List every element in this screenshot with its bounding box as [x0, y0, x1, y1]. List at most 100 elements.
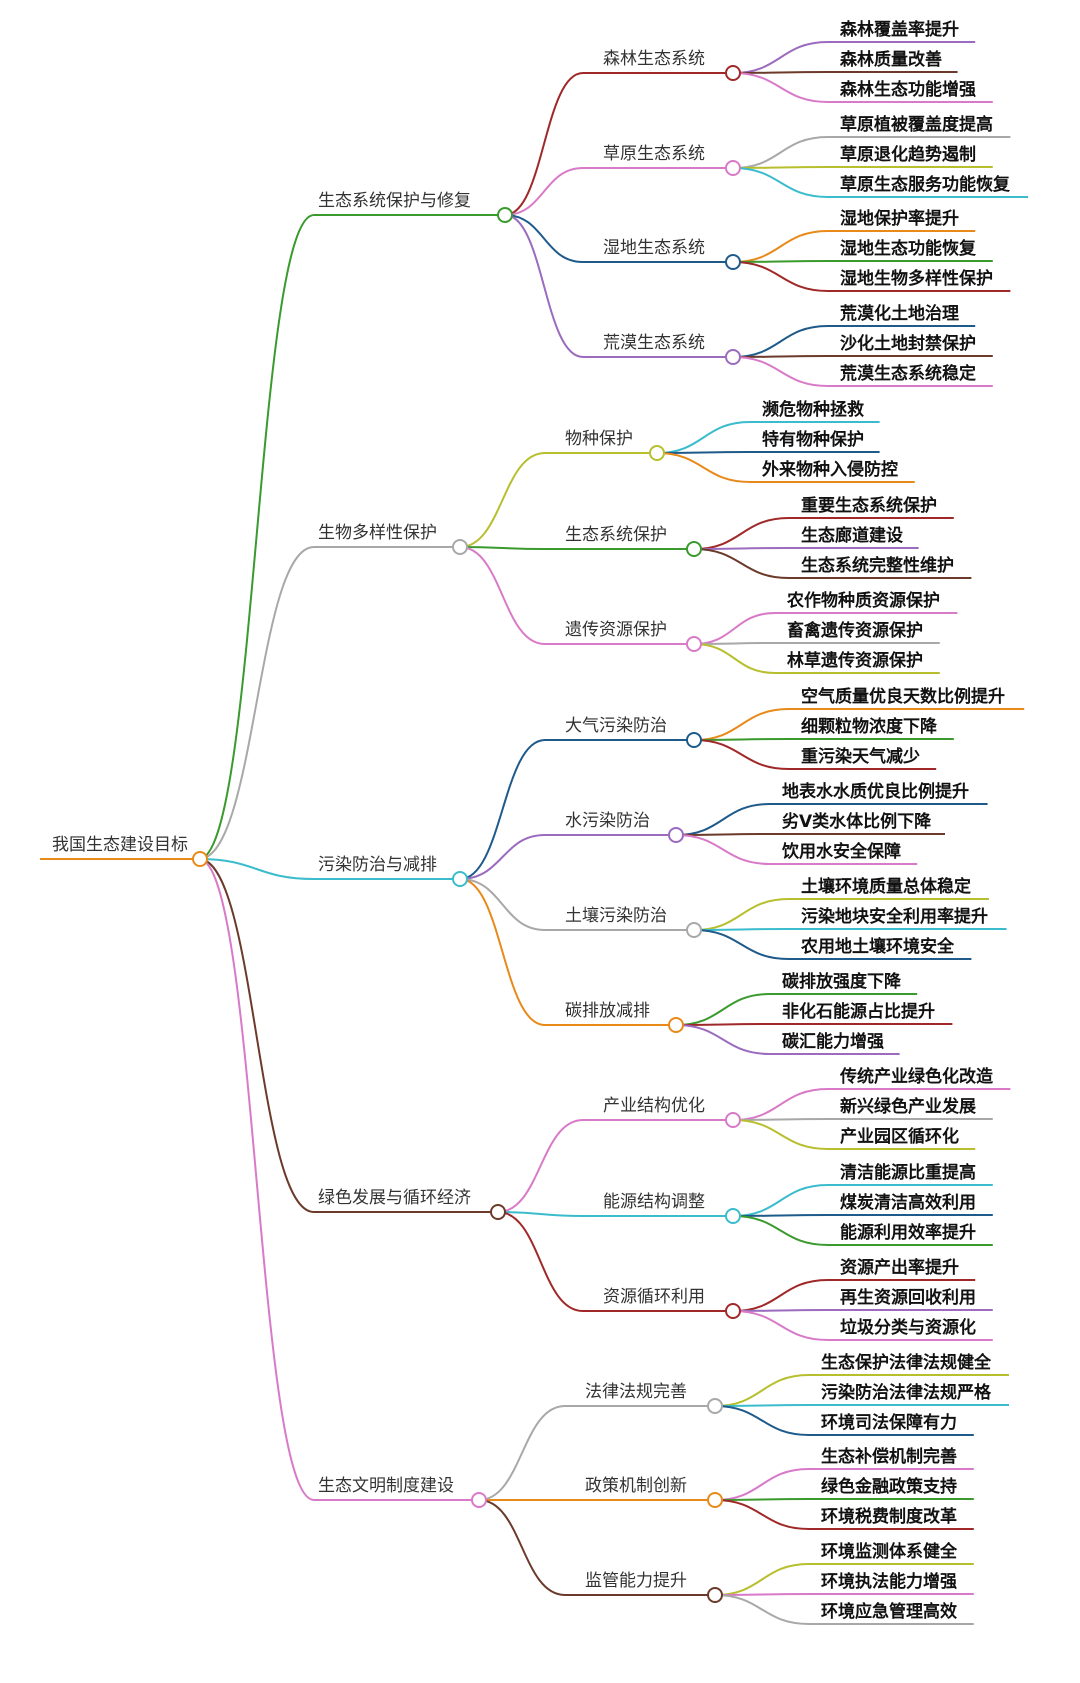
sub-branch-label: 土壤污染防治	[565, 905, 667, 926]
leaf-label: 环境应急管理高效	[821, 1601, 957, 1622]
sub-branch-label: 监管能力提升	[585, 1571, 687, 1591]
sub-branch-connector	[459, 878, 676, 1026]
leaf-label: 林草遗传资源保护	[787, 650, 923, 671]
sub-branch-node[interactable]	[725, 1112, 741, 1128]
leaf-connector	[732, 1309, 993, 1312]
leaf-label: 非化石能源占比提升	[782, 1001, 935, 1022]
leaf-connector	[656, 421, 880, 454]
root-node[interactable]	[192, 851, 208, 867]
leaf-label: 外来物种入侵防控	[762, 459, 898, 480]
leaf-label: 污染地块安全利用率提升	[801, 906, 988, 927]
leaf-connector	[732, 1214, 993, 1217]
sub-branch-label: 能源结构调整	[603, 1192, 705, 1212]
leaf-connector	[693, 612, 958, 645]
sub-branch-node[interactable]	[725, 65, 741, 81]
leaf-connector	[714, 1468, 974, 1501]
sub-branch-label: 产业结构优化	[603, 1096, 705, 1116]
sub-branch-node[interactable]	[686, 922, 702, 938]
leaf-label: 清洁能源比重提高	[840, 1162, 976, 1183]
leaf-connector	[693, 548, 972, 579]
leaf-label: 重要生态系统保护	[801, 495, 937, 516]
sub-branch-node[interactable]	[707, 1398, 723, 1414]
leaf-connector	[693, 898, 989, 931]
sub-branch-node[interactable]	[686, 732, 702, 748]
leaf-connector	[732, 1088, 1011, 1121]
leaf-label: 资源产出率提升	[840, 1257, 959, 1278]
leaf-label: 湿地保护率提升	[840, 208, 959, 229]
leaf-connector	[693, 929, 972, 960]
leaf-connector	[714, 1404, 1009, 1407]
branch-label: 污染防治与减排	[318, 855, 437, 875]
leaf-connector	[732, 136, 1011, 169]
branch-node[interactable]	[490, 1204, 506, 1220]
sub-branch-label: 政策机制创新	[585, 1476, 687, 1496]
branch-node[interactable]	[497, 207, 513, 223]
leaf-label: 碳排放强度下降	[782, 971, 902, 992]
sub-branch-node[interactable]	[686, 541, 702, 557]
leaf-connector	[732, 167, 1028, 198]
branch-label: 生态文明制度建设	[318, 1476, 454, 1496]
leaf-connector	[714, 1499, 974, 1530]
leaf-label: 环境司法保障有力	[821, 1412, 957, 1433]
leaf-connector	[732, 325, 976, 358]
branch-node[interactable]	[452, 871, 468, 887]
leaf-connector	[732, 71, 958, 74]
leaf-label: 碳汇能力增强	[782, 1031, 884, 1052]
leaf-label: 环境税费制度改革	[821, 1506, 957, 1527]
leaf-connector	[656, 451, 880, 454]
leaf-label: 荒漠生态系统稳定	[839, 363, 976, 384]
leaf-label: 森林质量改善	[840, 49, 942, 70]
leaf-connector	[693, 643, 940, 674]
leaf-connector	[693, 928, 1007, 931]
leaf-connector	[732, 41, 976, 74]
leaf-label: 地表水水质优良比例提升	[782, 781, 969, 802]
sub-branch-connector	[459, 739, 694, 880]
leaf-label: 畜禽遗传资源保护	[787, 620, 923, 641]
sub-branch-label: 湿地生态系统	[603, 238, 705, 258]
sub-branch-connector	[504, 167, 733, 216]
sub-branch-node[interactable]	[668, 1017, 684, 1033]
branch-connector	[198, 546, 460, 860]
leaf-label: 生态保护法律法规健全	[821, 1352, 992, 1373]
branch-connector	[198, 858, 479, 1501]
leaf-label: 沙化土地封禁保护	[840, 333, 976, 354]
sub-branch-connector	[497, 1211, 733, 1312]
sub-branch-connector	[504, 72, 733, 216]
sub-branch-node[interactable]	[686, 636, 702, 652]
leaf-label: 农用地土壤环境安全	[800, 936, 955, 957]
leaf-connector	[714, 1405, 974, 1436]
leaf-label: 绿色金融政策支持	[821, 1476, 957, 1497]
leaf-connector	[732, 356, 993, 387]
leaf-label: 劣V类水体比例下降	[782, 811, 932, 832]
leaf-label: 湿地生物多样性保护	[840, 268, 993, 289]
leaf-connector	[675, 993, 918, 1026]
leaf-connector	[732, 1279, 976, 1312]
leaf-connector	[656, 452, 915, 483]
sub-branch-node[interactable]	[725, 254, 741, 270]
branch-label: 生态系统保护与修复	[318, 191, 471, 211]
leaf-label: 饮用水安全保障	[781, 841, 901, 862]
sub-branch-node[interactable]	[725, 1303, 741, 1319]
sub-branch-node[interactable]	[725, 160, 741, 176]
leaf-label: 垃圾分类与资源化	[840, 1317, 976, 1338]
sub-branch-node[interactable]	[725, 349, 741, 365]
leaf-connector	[732, 166, 993, 169]
leaf-connector	[732, 1215, 993, 1246]
leaf-connector	[732, 72, 993, 103]
branch-node[interactable]	[452, 539, 468, 555]
sub-branch-node[interactable]	[668, 827, 684, 843]
leaf-label: 再生资源回收利用	[840, 1287, 976, 1308]
sub-branch-connector	[459, 452, 657, 548]
branch-node[interactable]	[471, 1492, 487, 1508]
leaf-connector	[693, 642, 940, 645]
sub-branch-node[interactable]	[725, 1208, 741, 1224]
sub-branch-node[interactable]	[707, 1587, 723, 1603]
leaf-connector	[732, 1118, 993, 1121]
sub-branch-node[interactable]	[649, 445, 665, 461]
leaf-label: 草原退化趋势遏制	[840, 144, 976, 165]
leaf-label: 森林生态功能增强	[840, 79, 976, 100]
leaf-label: 产业园区循环化	[840, 1126, 959, 1147]
sub-branch-node[interactable]	[707, 1492, 723, 1508]
sub-branch-connector	[497, 1119, 733, 1213]
leaf-connector	[732, 1310, 993, 1341]
